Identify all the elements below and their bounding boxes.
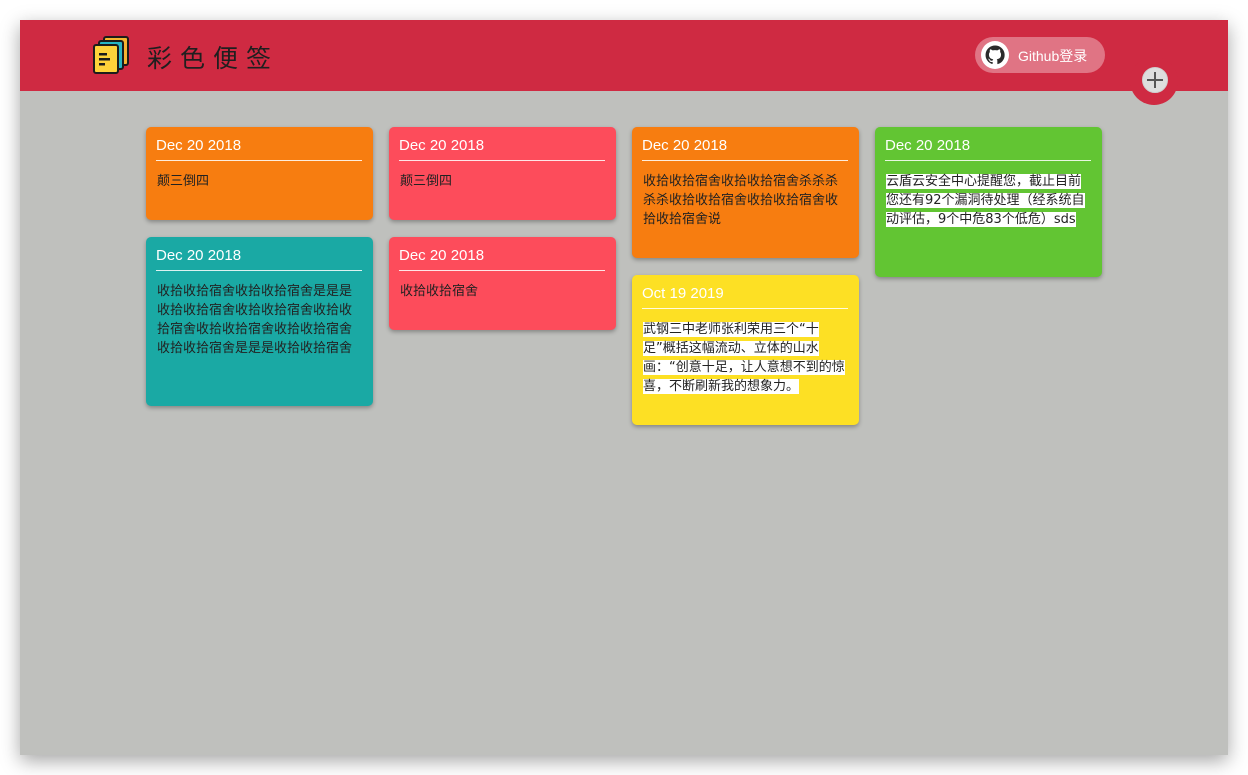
note-text: 武钢三中老师张利荣用三个“十足”概括这幅流动、立体的山水画：“创意十足，让人意想…: [643, 320, 849, 396]
note-card[interactable]: Dec 20 2018 云盾云安全中心提醒您，截止目前您还有92个漏洞待处理（经…: [875, 127, 1102, 277]
note-text: 收拾收拾宿舍收拾收拾宿舍是是是收拾收拾宿舍收拾收拾宿舍收拾收拾宿舍收拾收拾宿舍收…: [157, 284, 353, 356]
note-card[interactable]: Dec 20 2018 收拾收拾宿舍收拾收拾宿舍杀杀杀杀杀收拾收拾宿舍收拾收拾宿…: [632, 127, 859, 258]
note-card[interactable]: Dec 20 2018 收拾收拾宿舍: [389, 237, 616, 330]
note-card[interactable]: Oct 19 2019 武钢三中老师张利荣用三个“十足”概括这幅流动、立体的山水…: [632, 275, 859, 425]
note-date: Dec 20 2018: [399, 247, 605, 271]
sticky-notes-icon: [92, 36, 130, 74]
plus-icon: [1142, 67, 1168, 93]
app-title: 彩色便签: [147, 44, 280, 73]
note-text: 颠三倒四: [157, 174, 210, 189]
note-date: Dec 20 2018: [156, 247, 362, 271]
github-login-label: Github登录: [1018, 48, 1088, 64]
app-window: 彩色便签 Github登录 Dec 20 2018 颠三倒四 Dec 20 20…: [20, 20, 1228, 755]
note-date: Dec 20 2018: [885, 137, 1091, 161]
note-text: 收拾收拾宿舍收拾收拾宿舍杀杀杀杀杀收拾收拾宿舍收拾收拾宿舍收拾收拾宿舍说: [643, 174, 839, 227]
note-date: Dec 20 2018: [399, 137, 605, 161]
note-text: 收拾收拾宿舍: [400, 284, 479, 299]
note-card[interactable]: Dec 20 2018 颠三倒四: [389, 127, 616, 220]
github-icon: [981, 41, 1009, 69]
note-card[interactable]: Dec 20 2018 颠三倒四: [146, 127, 373, 220]
note-text: 云盾云安全中心提醒您，截止目前您还有92个漏洞待处理（经系统自动评估，9个中危8…: [886, 172, 1092, 229]
note-date: Dec 20 2018: [642, 137, 848, 161]
header-bar: 彩色便签 Github登录: [20, 20, 1228, 91]
note-date: Dec 20 2018: [156, 137, 362, 161]
note-text: 颠三倒四: [400, 174, 453, 189]
note-card[interactable]: Dec 20 2018 收拾收拾宿舍收拾收拾宿舍是是是收拾收拾宿舍收拾收拾宿舍收…: [146, 237, 373, 406]
note-text-highlight: 云盾云安全中心提醒您，截止目前您还有92个漏洞待处理（经系统自动评估，9个中危8…: [886, 174, 1085, 227]
note-text-highlight: 武钢三中老师张利荣用三个“十足”概括这幅流动、立体的山水画：“创意十足，让人意想…: [643, 322, 845, 394]
add-note-button[interactable]: [1130, 57, 1178, 105]
github-login-button[interactable]: Github登录: [975, 37, 1105, 73]
note-date: Oct 19 2019: [642, 285, 848, 309]
